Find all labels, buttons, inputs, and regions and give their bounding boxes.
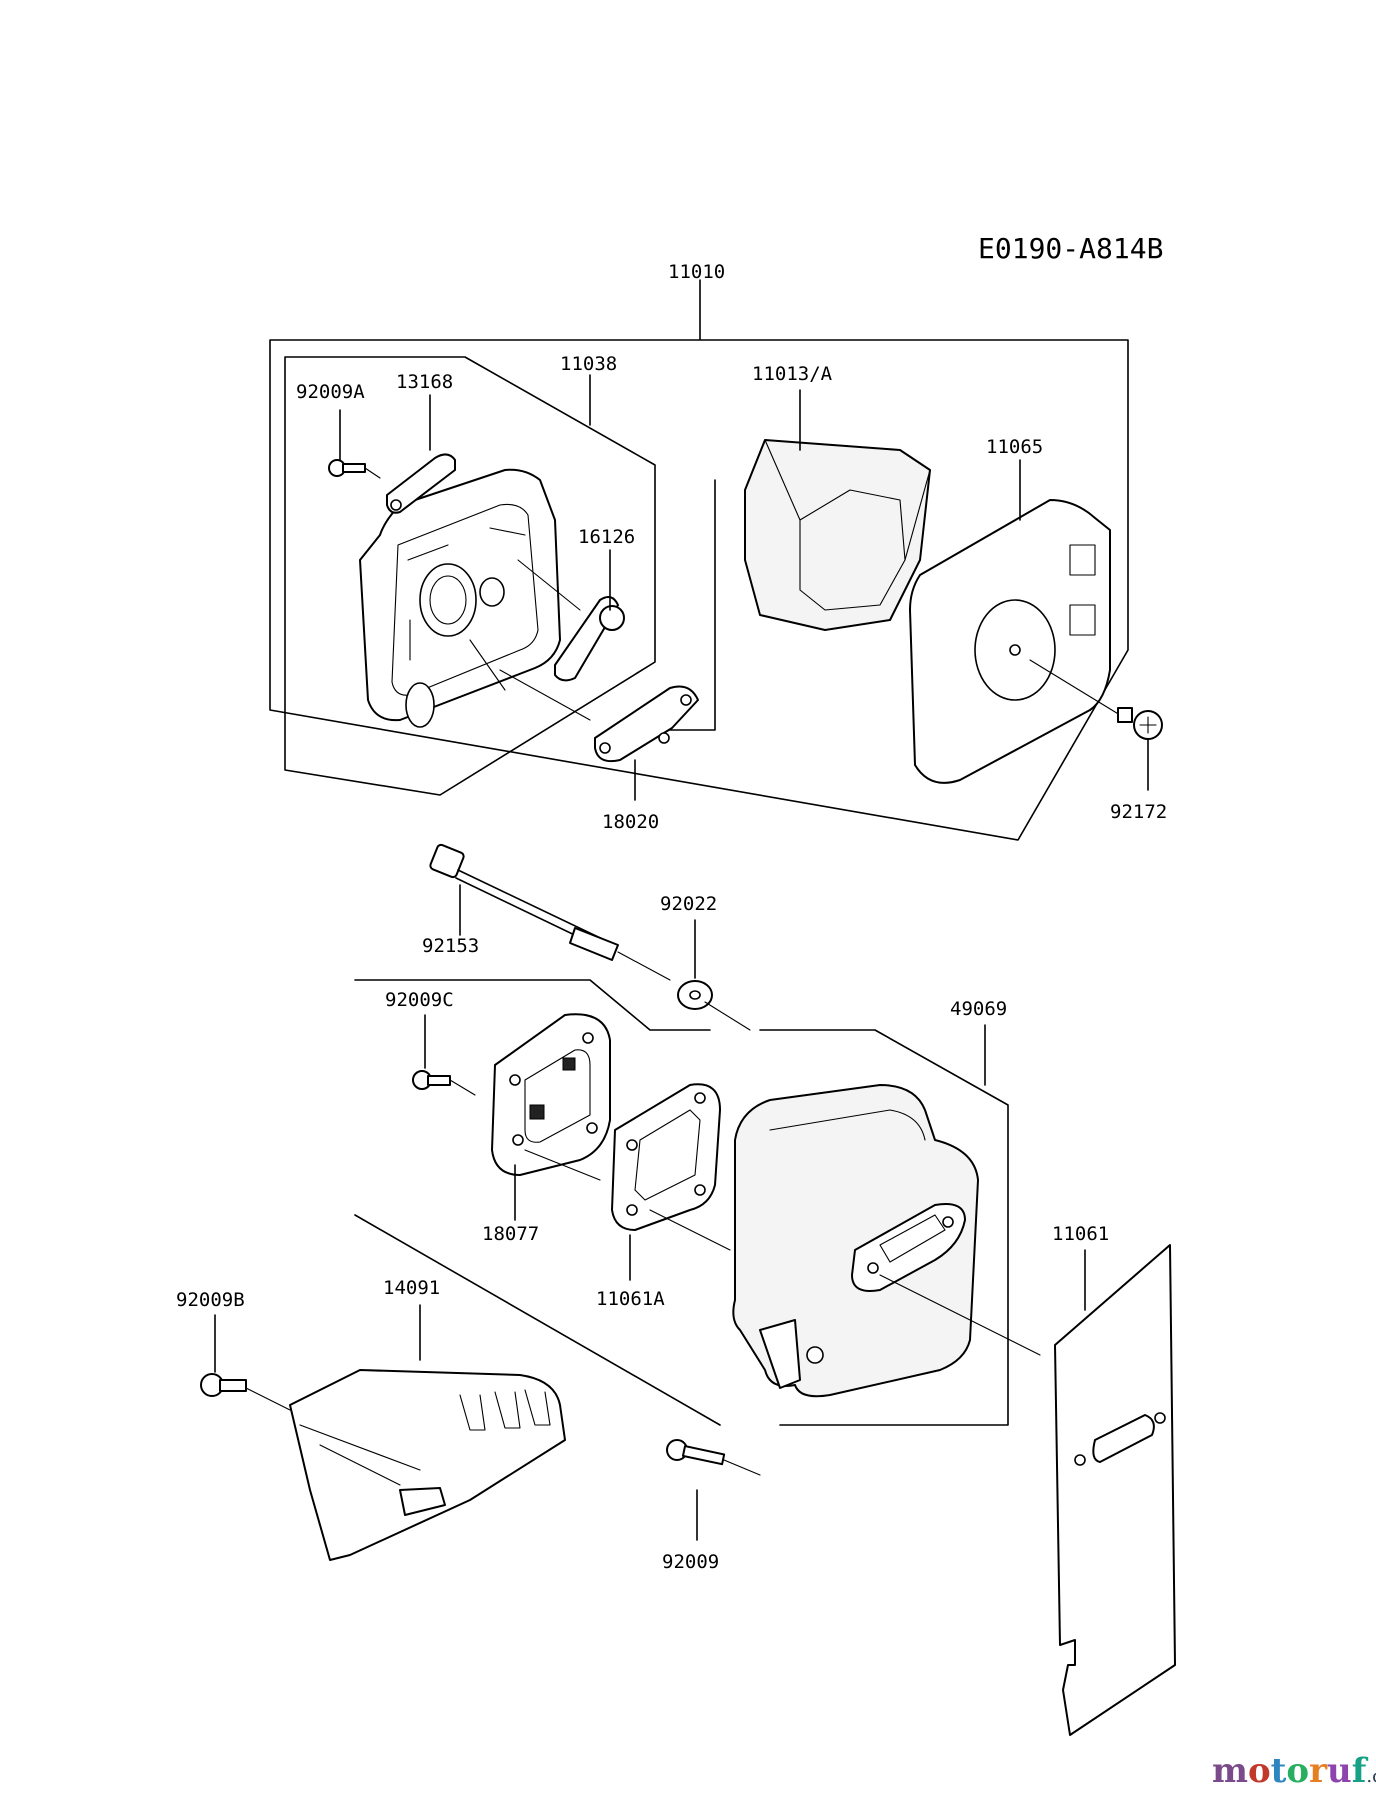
wm-suffix: .de: [1366, 1766, 1376, 1787]
screw-92009A: [328, 459, 381, 479]
diagram-code: E0190-A814B: [978, 232, 1163, 265]
filter-element-11013A: [744, 439, 931, 631]
wm-letter-2: t: [1271, 1751, 1287, 1791]
label-11061: 11061: [1052, 1223, 1109, 1245]
watermark-logo: motoruf.de: [1212, 1751, 1376, 1791]
label-16126: 16126: [578, 526, 635, 548]
label-11010: 11010: [668, 261, 725, 283]
screw-92009: [666, 1439, 761, 1476]
wm-letter-4: r: [1309, 1751, 1328, 1791]
bolt-92153: [429, 843, 671, 981]
label-92172: 92172: [1110, 801, 1167, 823]
leader-18020-dash: [499, 669, 591, 721]
muffler-assembly-group: [200, 843, 1176, 1736]
label-92009: 92009: [662, 1551, 719, 1573]
label-13168: 13168: [396, 371, 453, 393]
label-18077: 18077: [482, 1223, 539, 1245]
air-cleaner-base-11038: [359, 468, 561, 728]
label-14091: 14091: [383, 1277, 440, 1299]
muffler-sub-bracket: [354, 979, 1009, 1426]
wm-letter-0: m: [1212, 1751, 1248, 1791]
label-92153: 92153: [422, 935, 479, 957]
leader-92172-dash: [1029, 659, 1121, 716]
label-11013A: 11013/A: [752, 363, 833, 385]
wm-letter-5: u: [1327, 1751, 1352, 1791]
label-11038: 11038: [560, 353, 617, 375]
screw-92009B: [200, 1373, 291, 1411]
heat-plate-11061: [1054, 1244, 1176, 1736]
label-92009B: 92009B: [176, 1289, 245, 1311]
bracket-18020: [594, 685, 699, 763]
washer-92022: [677, 980, 713, 1010]
wm-letter-1: o: [1248, 1751, 1271, 1791]
gasket-11061A: [611, 1083, 721, 1231]
cover-11065: [909, 499, 1111, 784]
wm-letter-3: o: [1286, 1751, 1309, 1791]
plate-18077: [491, 1013, 611, 1176]
air-cleaner-assembly-group: [269, 279, 1163, 841]
label-92009A: 92009A: [296, 381, 365, 403]
screw-92172: [1117, 707, 1163, 740]
link-16126: [554, 595, 625, 682]
lever-13168: [386, 453, 456, 514]
leader-16126-dash: [517, 559, 581, 611]
wm-letter-6: f: [1352, 1751, 1369, 1791]
label-18020: 18020: [602, 811, 659, 833]
guard-14091: [289, 1369, 566, 1561]
label-92022: 92022: [660, 893, 717, 915]
base-sub-bracket: [284, 356, 656, 796]
label-11065: 11065: [986, 436, 1043, 458]
label-49069: 49069: [950, 998, 1007, 1020]
label-11061A: 11061A: [596, 1288, 665, 1310]
muffler-49069: [732, 1084, 979, 1398]
screw-92009C: [412, 1070, 476, 1096]
label-92009C: 92009C: [385, 989, 454, 1011]
